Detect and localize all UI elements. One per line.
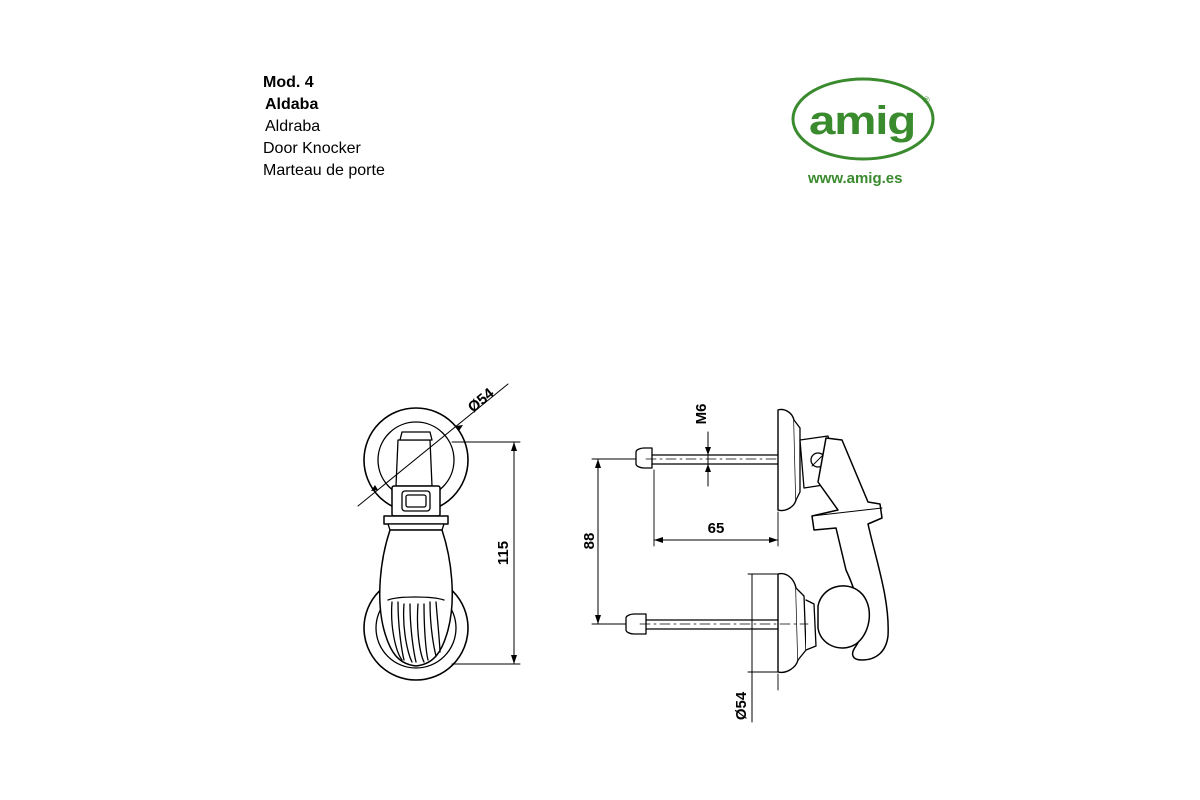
finger-1 <box>390 601 403 661</box>
collar <box>383 515 449 525</box>
translation-portuguese: Aldraba <box>265 118 321 135</box>
side-diameter-label: Ø54 <box>733 691 750 720</box>
logo-text: amig <box>809 99 915 143</box>
top-bolt-head <box>635 447 653 469</box>
translation-english: Door Knocker <box>263 140 361 157</box>
spacing-label: 88 <box>581 533 598 550</box>
bottom-rosette-profile <box>777 572 799 674</box>
front-height-label: 115 <box>495 541 512 565</box>
amig-logo: amig ® <box>791 77 935 161</box>
hand <box>378 529 454 667</box>
finger-4 <box>429 601 437 657</box>
translation-french: Marteau de porte <box>263 162 385 179</box>
side-view <box>591 408 889 723</box>
website-link[interactable]: www.amig.es <box>808 170 903 187</box>
striker-ball <box>817 585 871 649</box>
bolt-length-label: 65 <box>708 520 725 537</box>
title-block: Mod. 4 Aldaba Aldraba Door Knocker Marte… <box>263 72 385 182</box>
registered-mark: ® <box>923 95 930 105</box>
front-diameter-label: Ø54 <box>465 385 498 417</box>
bottom-bolt-head <box>625 613 647 635</box>
product-name: Aldaba <box>265 96 319 113</box>
front-diameter-line <box>357 383 509 507</box>
front-view <box>357 383 521 681</box>
finger-2 <box>402 603 413 663</box>
top-rosette-profile <box>777 408 797 512</box>
thread-label: M6 <box>693 404 710 425</box>
hinge-neck <box>395 439 433 487</box>
model-number: Mod. 4 <box>263 74 314 91</box>
cuff-window <box>401 490 431 512</box>
finger-3 <box>416 603 425 663</box>
